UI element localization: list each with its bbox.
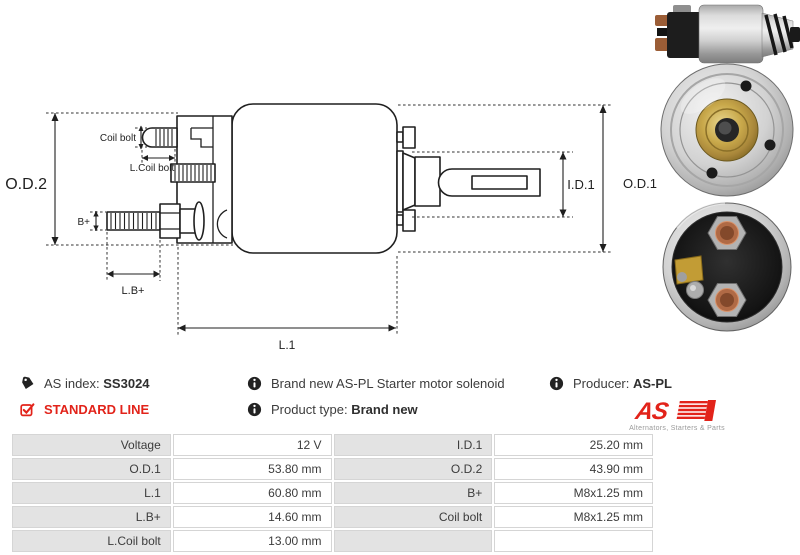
as-pl-logo-mark: AS [633,398,716,425]
technical-drawing: O.D.2 Coil bolt L.Coil bolt B+ L.B+ L.1 … [5,103,657,352]
info-icon [247,402,262,416]
info-icon [549,376,564,390]
spec-label-cell: Coil bolt [333,506,493,528]
as-pl-logo-tagline: Alternators, Starters & Parts [629,425,725,432]
dim-label-l-coil-bolt: L.Coil bolt [130,163,175,174]
description-text: Brand new AS-PL Starter motor solenoid [271,375,505,391]
info-col-producer: Producer: AS-PL AS Alternators, Starters… [549,374,739,432]
product-type-line: Product type: Brand new [247,400,505,418]
producer-text: Producer: AS-PL [573,375,672,391]
spec-row: O.D.1 53.80 mm O.D.2 43.90 mm [12,458,653,480]
product-photos [655,4,800,332]
standard-line: STANDARD LINE [20,400,150,418]
spec-value-cell: M8x1.25 mm [494,506,653,528]
dim-label-od1: O.D.1 [623,176,657,191]
product-type-value: Brand new [351,401,418,417]
as-index-line: AS index: SS3024 [20,374,150,392]
product-photo-side[interactable] [655,4,800,64]
product-photo-front[interactable] [660,63,794,197]
info-col-product: Brand new AS-PL Starter motor solenoid P… [247,374,505,426]
svg-text:AS: AS [634,400,671,422]
as-index-text: AS index: SS3024 [44,375,150,391]
spec-value-cell: 43.90 mm [494,458,653,480]
dim-label-id1: I.D.1 [567,177,594,192]
dimension-labels: O.D.2 Coil bolt L.Coil bolt B+ L.B+ L.1 … [5,133,657,352]
description-line: Brand new AS-PL Starter motor solenoid [247,374,505,392]
spec-label-cell: I.D.1 [333,434,493,456]
spec-value-cell [494,530,653,552]
spec-value-cell: 53.80 mm [172,458,332,480]
spec-label-cell: L.B+ [12,506,171,528]
spec-label-cell: L.Coil bolt [12,530,171,552]
producer-value: AS-PL [632,375,672,391]
dim-label-l-b-plus: L.B+ [122,285,145,297]
spec-value-cell: M8x1.25 mm [494,482,653,504]
dim-label-od2: O.D.2 [5,176,47,193]
spec-value-cell: 25.20 mm [494,434,653,456]
spec-row: L.B+ 14.60 mm Coil bolt M8x1.25 mm [12,506,653,528]
spec-value-cell: 14.60 mm [172,506,332,528]
solenoid-outline [106,103,541,254]
info-col-index: AS index: SS3024 STANDARD LINE [20,374,150,426]
spec-table: Voltage 12 V I.D.1 25.20 mm O.D.1 53.80 … [10,432,655,554]
spec-label-cell: B+ [333,482,493,504]
spec-label-cell: L.1 [12,482,171,504]
spec-row: L.1 60.80 mm B+ M8x1.25 mm [12,482,653,504]
spec-row: L.Coil bolt 13.00 mm [12,530,653,552]
spec-label-cell [333,530,493,552]
info-bar: AS index: SS3024 STANDARD LINE Brand new… [0,374,800,432]
spec-row: Voltage 12 V I.D.1 25.20 mm [12,434,653,456]
checkbox-icon [20,402,35,416]
dim-label-b-plus: B+ [77,217,90,228]
spec-label-cell: O.D.2 [333,458,493,480]
dimension-arrows [51,105,607,332]
spec-label-cell: Voltage [12,434,171,456]
tag-icon [22,376,34,389]
info-icon [247,376,262,390]
product-photo-rear[interactable] [662,201,792,332]
as-pl-logo: AS Alternators, Starters & Parts [615,398,739,432]
spec-label-cell: O.D.1 [12,458,171,480]
as-index-value: SS3024 [103,375,150,391]
spec-value-cell: 60.80 mm [172,482,332,504]
producer-line: Producer: AS-PL [549,374,739,392]
dim-label-l1: L.1 [279,338,296,352]
spec-value-cell: 13.00 mm [172,530,332,552]
standard-line-label: STANDARD LINE [44,401,150,417]
product-type-text: Product type: Brand new [271,401,418,417]
spec-value-cell: 12 V [172,434,332,456]
dim-label-coil-bolt: Coil bolt [100,133,136,144]
